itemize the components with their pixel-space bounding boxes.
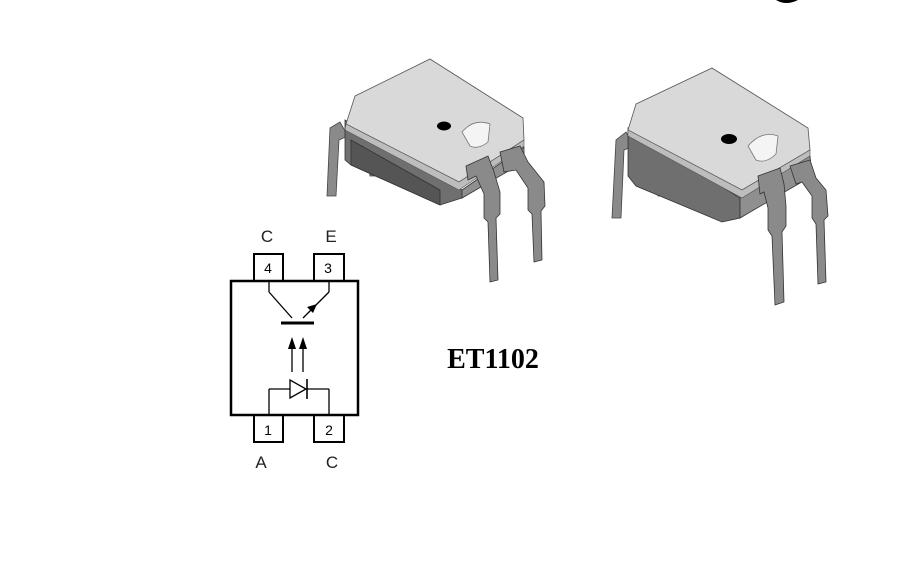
pin-2-label: C [326,453,338,472]
lead-front-right-2 [789,159,829,285]
pin-4-label: C [261,227,273,246]
package-notch-2 [747,133,779,162]
emitter-arrow-icon [307,304,317,313]
phototransistor-symbol [268,281,330,325]
pin1-marker-dot-icon-2 [721,134,737,144]
lead-front-left [465,155,501,283]
part-number-title: ET1102 [447,344,539,375]
cropped-heading-fragment [776,0,798,3]
led-diode-symbol [268,378,330,415]
schematic-diagram: 4 3 1 2 C E A C [229,227,360,472]
pin1-marker-dot-icon [437,121,451,131]
pin-1-number: 1 [264,422,272,438]
pin-3-label: E [325,227,336,246]
pin-1-label: A [255,453,267,472]
pin-4-number: 4 [264,260,272,276]
pin-2-number: 2 [325,422,333,438]
pin-3-number: 3 [324,260,332,276]
package-outline [229,279,360,417]
dip-package-render-2 [611,67,829,306]
lead-front-left-2 [757,167,787,306]
light-arrows-icon [288,337,307,372]
package-lower-face [350,139,441,206]
dip-package-render-1 [326,58,546,283]
package-notch [461,121,491,148]
lead-front-right [499,145,546,263]
